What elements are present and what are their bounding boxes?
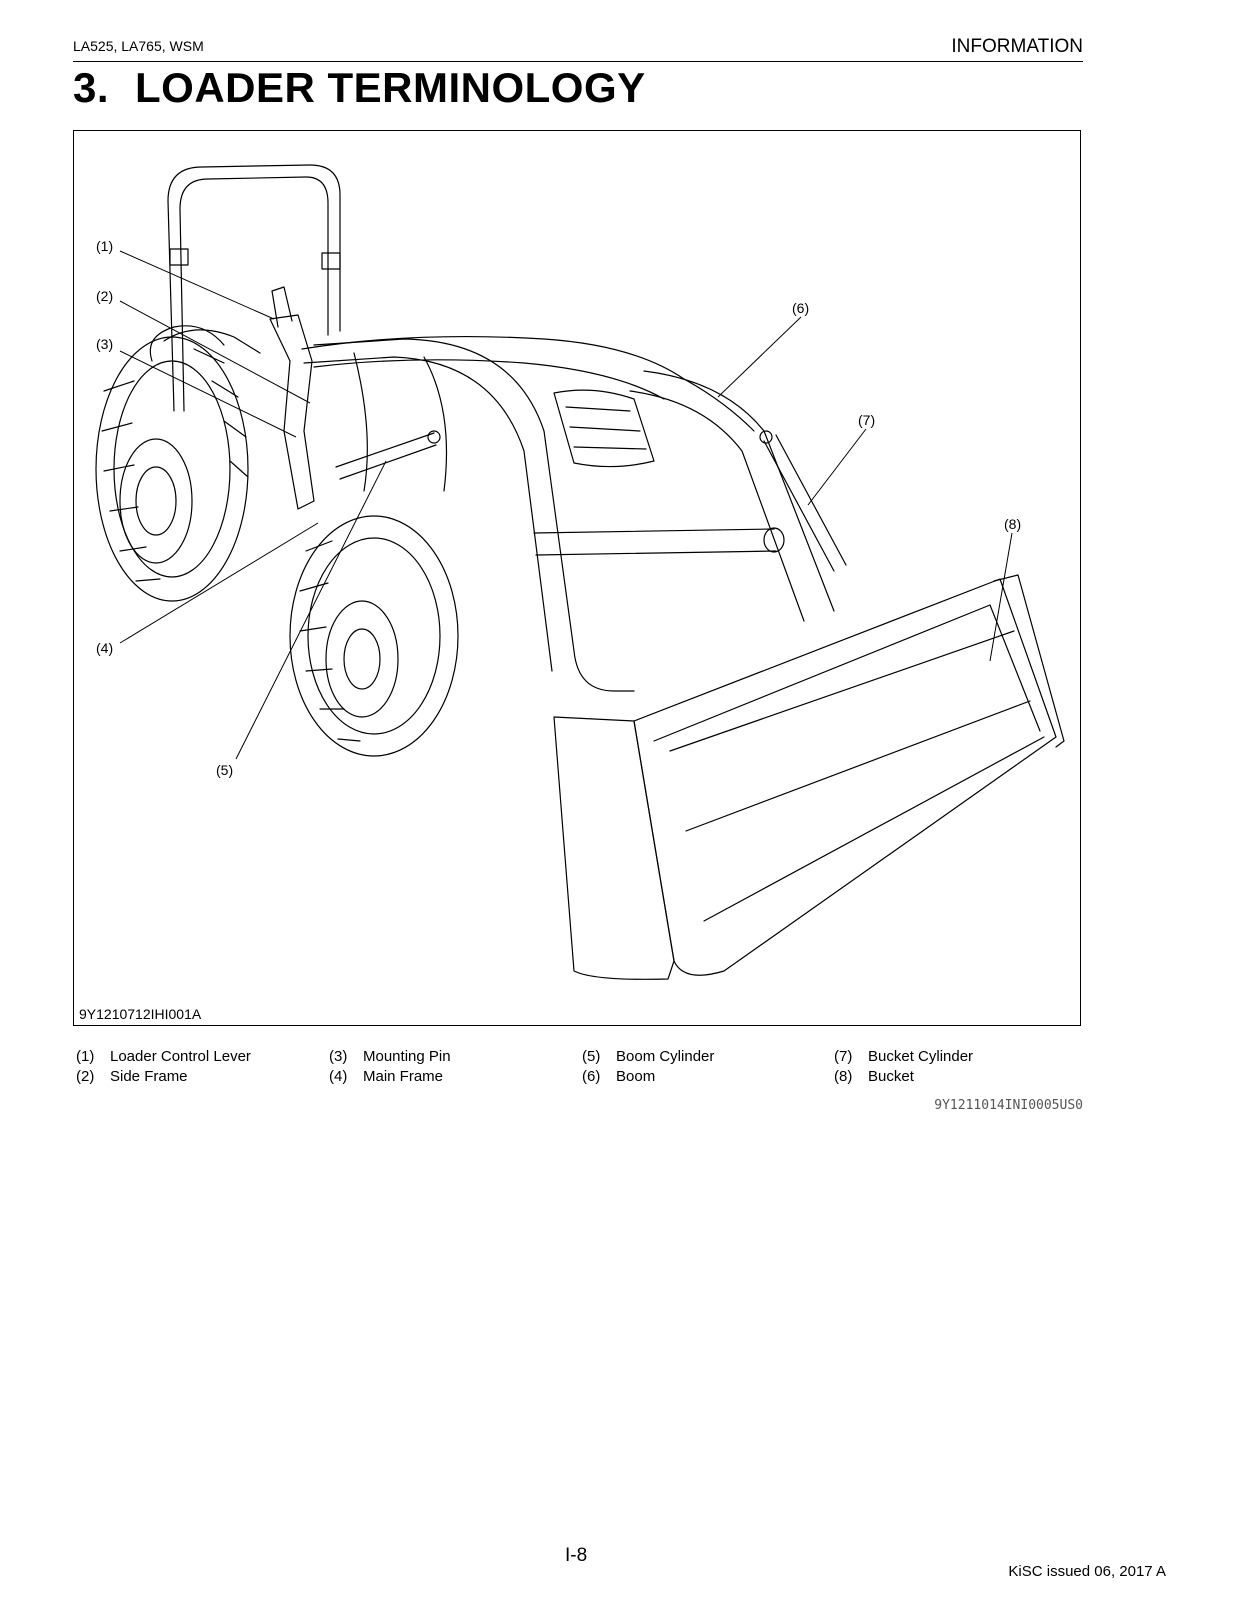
legend-num: (5) [582,1048,601,1065]
legend-num: (7) [834,1048,853,1065]
legend-label: Boom Cylinder [616,1048,715,1065]
legend-item: (3) Mounting Pin [329,1048,451,1065]
header-section: INFORMATION [951,36,1083,57]
callout-8: (8) [1004,516,1021,532]
legend-item: (2) Side Frame [76,1068,188,1085]
callout-5: (5) [216,762,233,778]
legend-item: (7) Bucket Cylinder [834,1048,973,1065]
legend-num: (4) [329,1068,348,1085]
callout-2: (2) [96,288,113,304]
page-title: 3. LOADER TERMINOLOGY [73,64,646,112]
page-number: I-8 [565,1545,588,1566]
callout-3: (3) [96,336,113,352]
legend-item: (6) Boom [582,1068,655,1085]
header-divider [73,61,1083,62]
legend-num: (6) [582,1068,601,1085]
callout-4: (4) [96,640,113,656]
legend-label: Side Frame [110,1068,188,1085]
legend-item: (8) Bucket [834,1068,914,1085]
legend-num: (8) [834,1068,853,1085]
legend-row: (2) Side Frame (4) Main Frame (6) Boom (8) B… [76,1068,1086,1088]
callout-7: (7) [858,412,875,428]
legend-label: Bucket Cylinder [868,1048,974,1065]
header-model: LA525, LA765, WSM [73,38,204,54]
legend-label: Mounting Pin [363,1048,451,1065]
legend-num: (1) [76,1048,95,1065]
legend-num: (3) [329,1048,348,1065]
legend-num: (2) [76,1068,95,1085]
legend-label: Loader Control Lever [110,1048,251,1065]
title-text: LOADER TERMINOLOGY [135,64,646,111]
legend-row: (1)Loader Control Lever (3)Mounting Pin … [76,1048,1086,1068]
tractor-loader-drawing: (1) (2) (3) (4) (5) (6) (7) (8) [95,164,1065,980]
legend-item: (1) Loader Control Lever [76,1048,251,1065]
legend-item: (4) Main Frame [329,1068,443,1085]
document-code: 9Y1211014INI0005US0 [934,1098,1083,1113]
title-number: 3. [73,64,110,111]
legend-label: Bucket [868,1068,914,1085]
legend-item: (5) Boom Cylinder [582,1048,714,1065]
callout-6: (6) [792,300,809,316]
figure-code: 9Y1210712IHI001A [79,1006,202,1022]
issue-info: KiSC issued 06, 2017 A [1008,1563,1166,1580]
callout-1: (1) [96,238,113,254]
legend-label: Boom [616,1068,656,1085]
parts-legend: (1)Loader Control Lever (3)Mounting Pin … [76,1048,1086,1088]
legend-label: Main Frame [363,1068,444,1085]
loader-illustration: (1) (2) (3) (4) (5) (6) (7) (8) 9Y121071… [73,130,1081,1026]
